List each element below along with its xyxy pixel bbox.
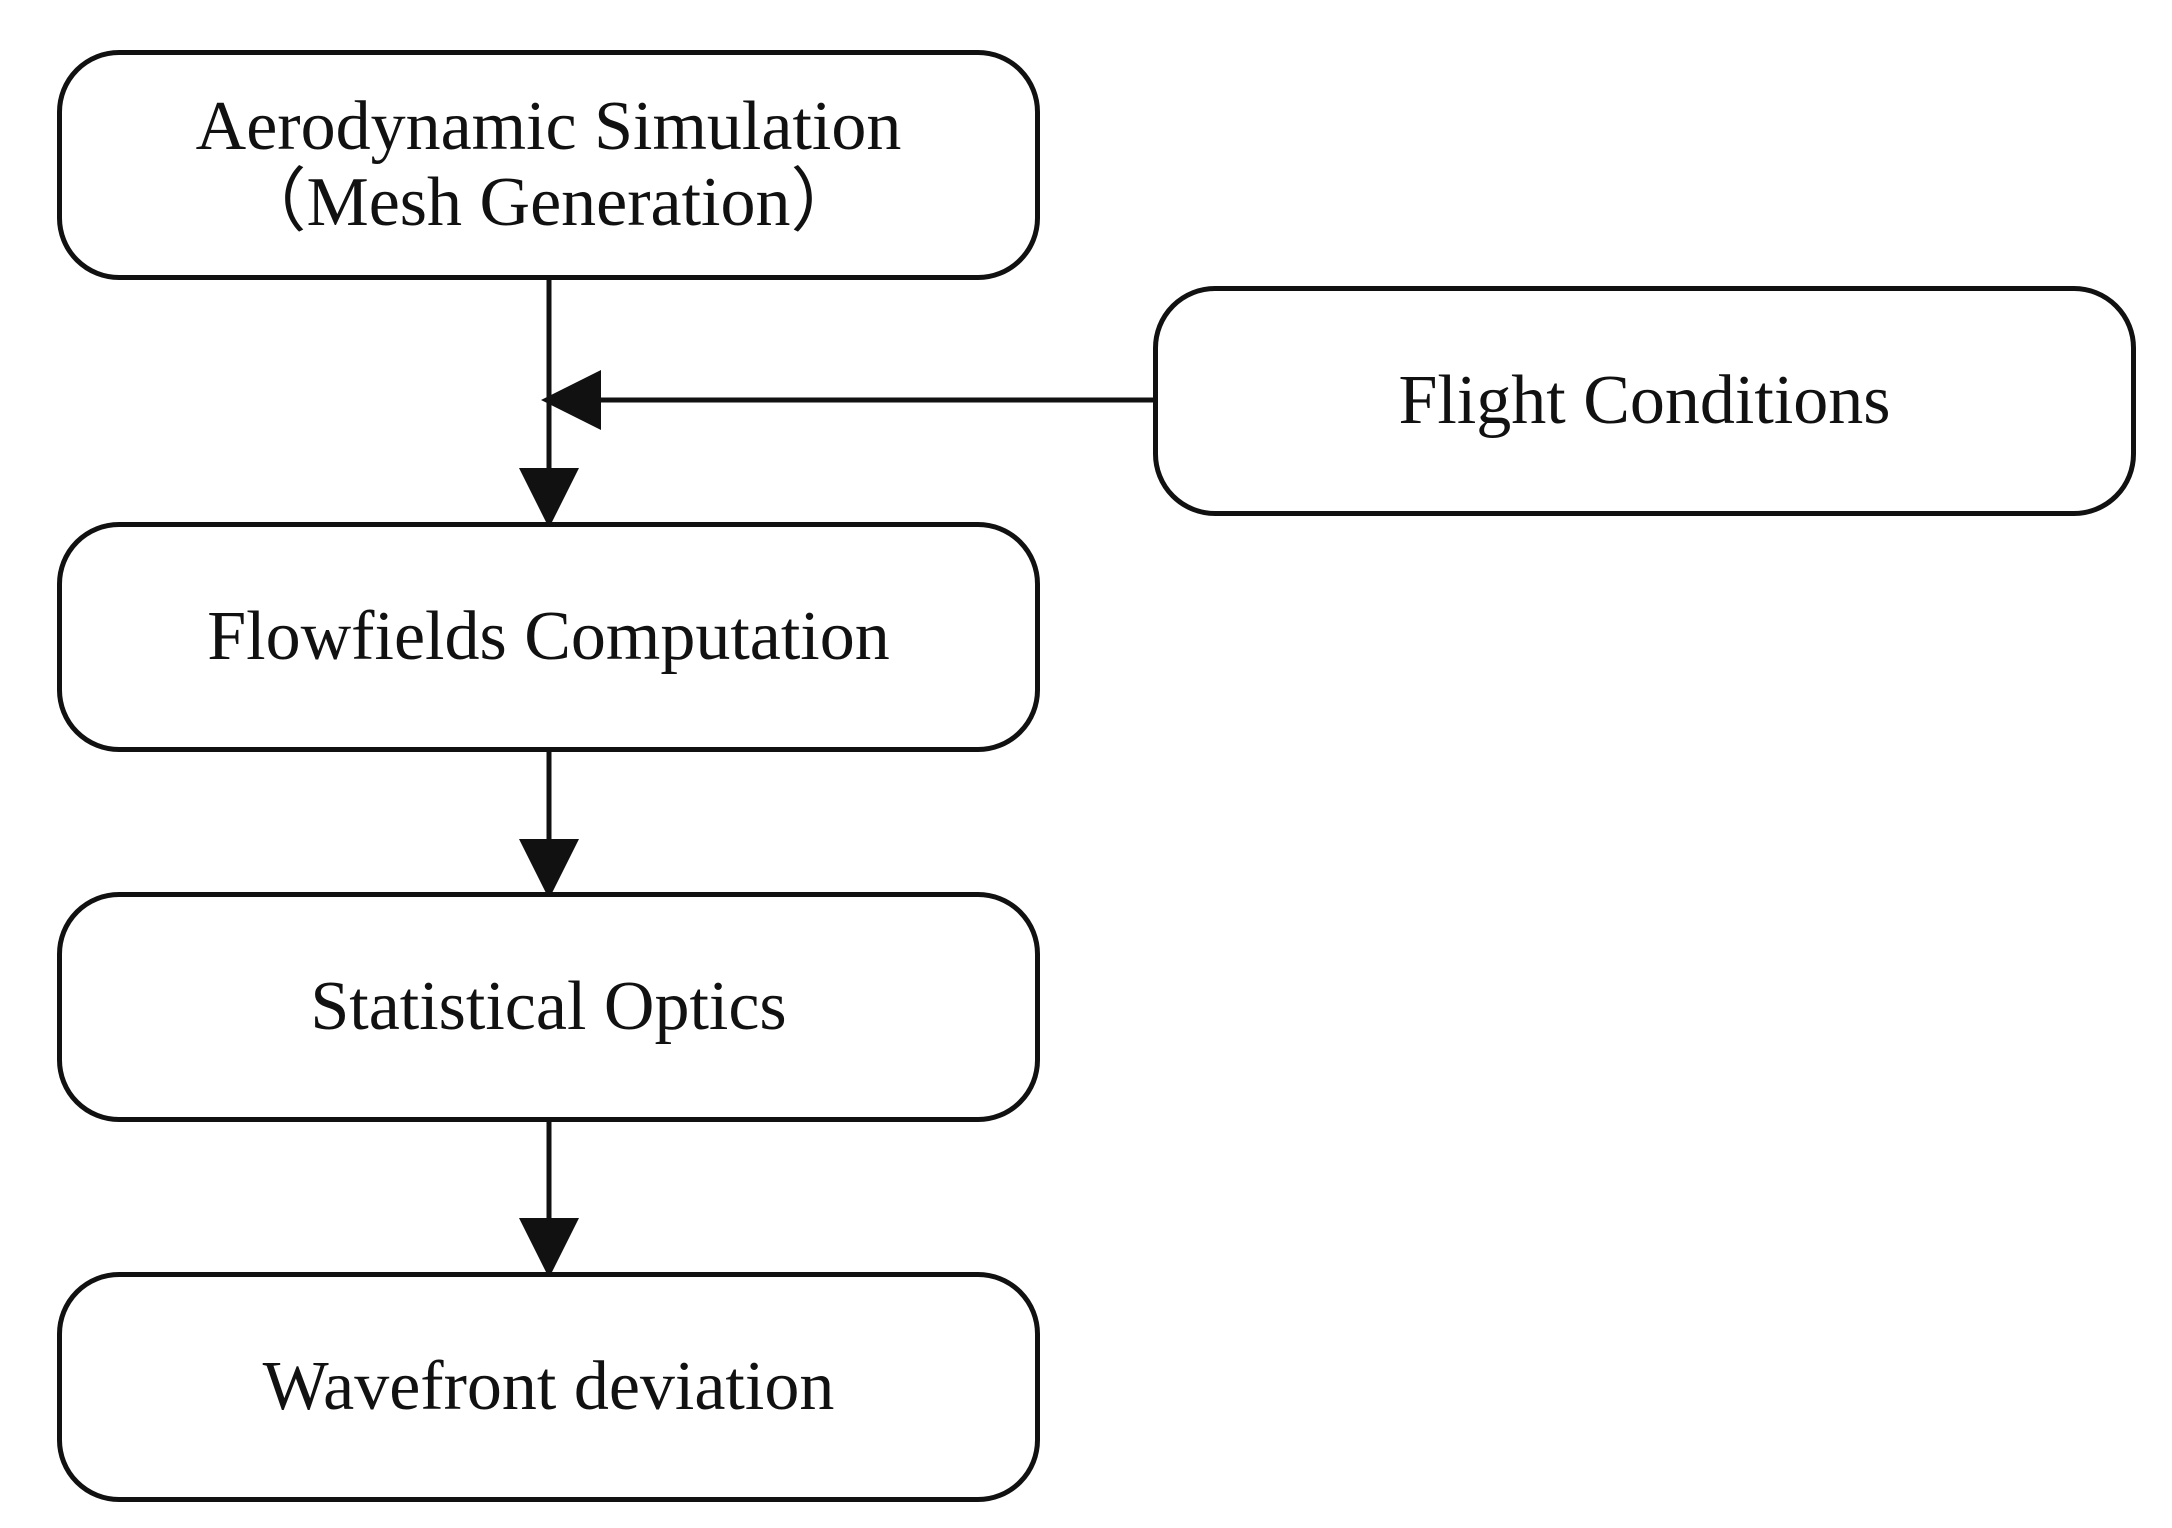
flight-conditions-node: Flight Conditions xyxy=(1153,286,2136,516)
wavefront-deviation-node: Wavefront deviation xyxy=(57,1272,1040,1502)
statistical-optics-node: Statistical Optics xyxy=(57,892,1040,1122)
flight-conditions-label: Flight Conditions xyxy=(1398,362,1891,440)
flowfields-computation-label: Flowfields Computation xyxy=(207,598,890,676)
flowfields-computation-node: Flowfields Computation xyxy=(57,522,1040,752)
aerodynamic-simulation-label: Aerodynamic Simulation （Mesh Generation） xyxy=(195,88,902,241)
statistical-optics-label: Statistical Optics xyxy=(310,968,787,1046)
aerodynamic-simulation-node: Aerodynamic Simulation （Mesh Generation） xyxy=(57,50,1040,280)
wavefront-deviation-label: Wavefront deviation xyxy=(262,1348,835,1426)
